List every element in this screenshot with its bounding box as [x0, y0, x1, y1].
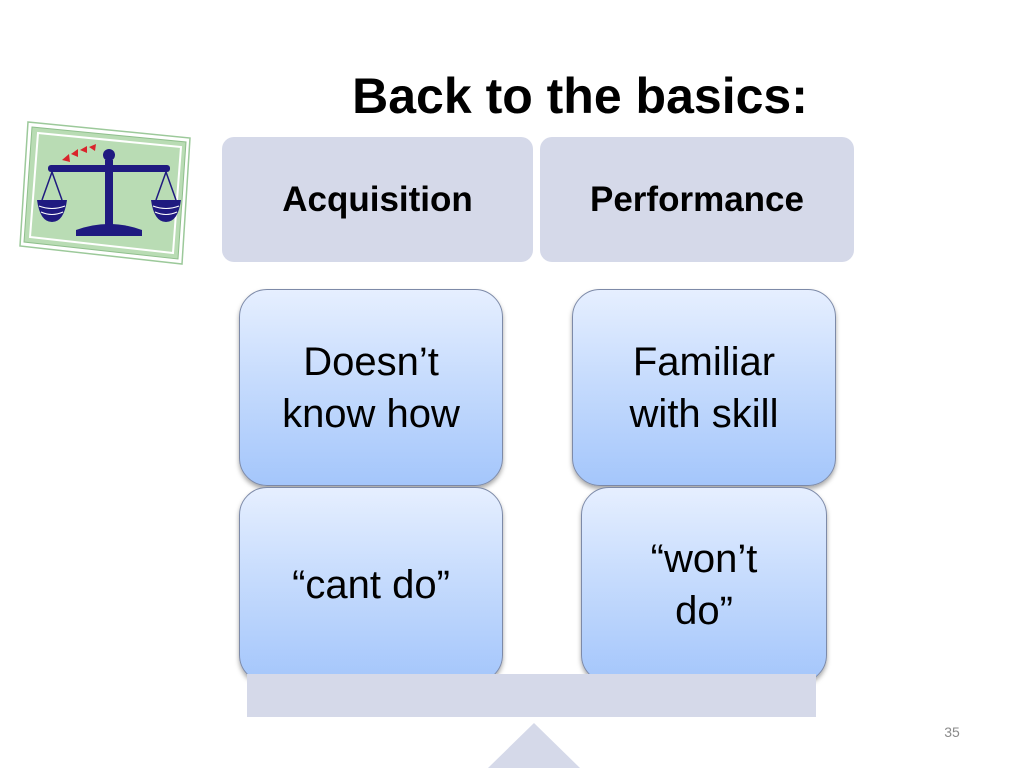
fulcrum-triangle [488, 723, 580, 768]
wont-do-card: “won’t do” [581, 487, 827, 683]
doesnt-know-how-line-2: know how [282, 391, 460, 436]
wont-do-line-1: “won’t [650, 537, 758, 581]
performance-header-label: Performance [590, 179, 804, 219]
doesnt-know-how-card: Doesn’t know how [239, 289, 503, 486]
cant-do-text: “cant do” [292, 563, 450, 607]
acquisition-header-label: Acquisition [282, 179, 473, 219]
balance-beam [247, 674, 816, 717]
familiar-with-skill-card: Familiar with skill [572, 289, 836, 486]
acquisition-header: Acquisition [222, 137, 533, 262]
wont-do-line-2: do” [675, 589, 733, 633]
slide-title: Back to the basics: [352, 68, 808, 124]
familiar-with-skill-line-1: Familiar [632, 339, 776, 384]
doesnt-know-how-line-1: Doesn’t [303, 339, 439, 384]
balance-scale-icon [19, 121, 191, 265]
cant-do-card: “cant do” [239, 487, 503, 683]
performance-header: Performance [540, 137, 854, 262]
familiar-with-skill-line-2: with skill [629, 391, 779, 436]
slide-number: 35 [944, 724, 960, 740]
